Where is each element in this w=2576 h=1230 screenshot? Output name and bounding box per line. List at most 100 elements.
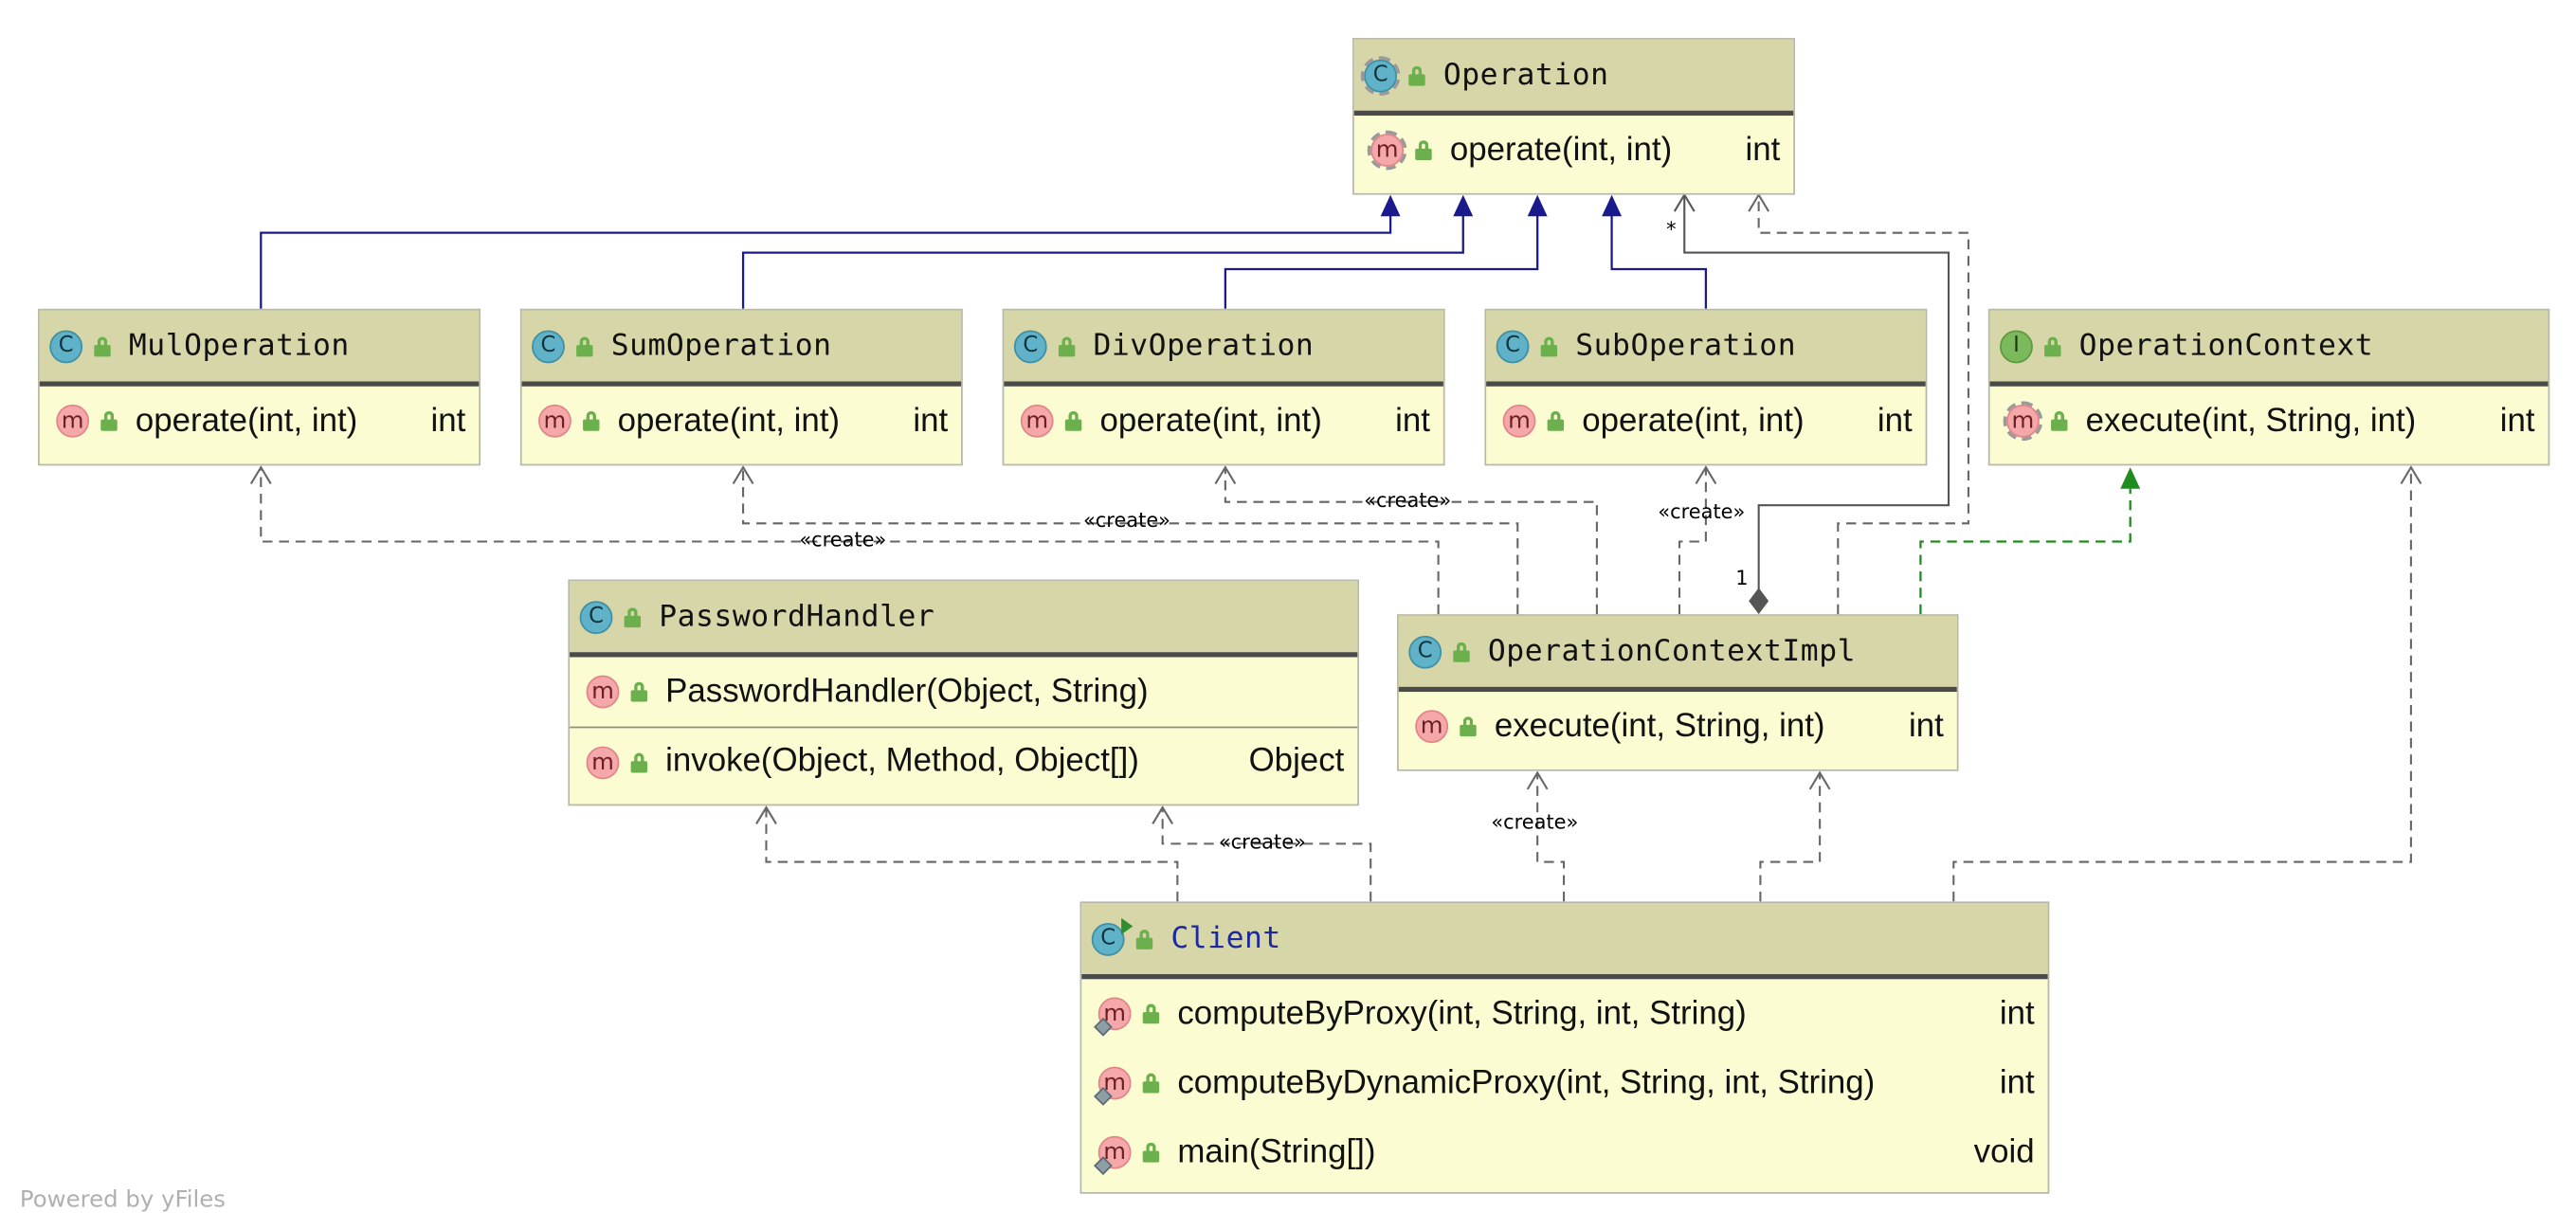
class-suboperation[interactable]: C SubOperation m operate(int, int) int bbox=[1484, 308, 1928, 466]
edge-ctximpl-depends-operation bbox=[1757, 194, 1969, 615]
multiplicity-many: * bbox=[1666, 217, 1677, 242]
class-client[interactable]: C Client m computeByProxy(int, String, i… bbox=[1079, 901, 2050, 1194]
method-row[interactable]: m computeByProxy(int, String, int, Strin… bbox=[1081, 979, 2047, 1048]
static-method-icon: m bbox=[1094, 1135, 1132, 1175]
interface-icon: I bbox=[2000, 329, 2033, 363]
method-row[interactable]: m operate(int, int) int bbox=[1486, 387, 1925, 456]
edge-client-creates-password bbox=[1161, 807, 1372, 902]
method-row[interactable]: m invoke(Object, Method, Object[]) Objec… bbox=[570, 726, 1358, 796]
aggregation-diamond bbox=[1749, 588, 1769, 615]
method-return-type: void bbox=[1973, 1133, 2035, 1170]
inheritance-edges bbox=[260, 198, 1708, 309]
public-visibility-icon bbox=[1413, 140, 1433, 161]
class-name: MulOperation bbox=[128, 328, 350, 364]
public-visibility-icon bbox=[2049, 410, 2069, 431]
method-row[interactable]: m operate(int, int) int bbox=[40, 387, 479, 456]
method-icon: m bbox=[56, 404, 90, 438]
public-visibility-icon bbox=[629, 681, 649, 702]
class-icon: C bbox=[1496, 329, 1530, 363]
class-icon: C bbox=[579, 600, 613, 634]
method-signature: execute(int, String, int) bbox=[1494, 707, 1825, 744]
create-label: «create» bbox=[799, 528, 887, 552]
class-divoperation[interactable]: C DivOperation m operate(int, int) int bbox=[1002, 308, 1445, 466]
class-header: C DivOperation bbox=[1004, 310, 1443, 387]
edge-ctximpl-implements-ctx bbox=[1919, 488, 2132, 615]
public-visibility-icon bbox=[623, 606, 643, 627]
method-signature: execute(int, String, int) bbox=[2085, 402, 2417, 439]
method-row[interactable]: m computeByDynamicProxy(int, String, int… bbox=[1081, 1048, 2047, 1117]
method-signature: operate(int, int) bbox=[1099, 402, 1322, 439]
class-name: Client bbox=[1170, 921, 1281, 956]
class-icon: C bbox=[49, 329, 83, 363]
public-visibility-icon bbox=[1546, 410, 1566, 431]
edge-sub-extends-operation bbox=[1610, 198, 1708, 309]
method-row[interactable]: m main(String[]) void bbox=[1081, 1118, 2047, 1187]
create-label: «create» bbox=[1218, 830, 1306, 854]
method-return-type: int bbox=[1999, 1063, 2035, 1101]
method-signature: operate(int, int) bbox=[617, 402, 841, 439]
abstract-method-icon: m bbox=[2003, 401, 2043, 442]
method-row[interactable]: m execute(int, String, int) int bbox=[1990, 387, 2549, 456]
class-name: Operation bbox=[1442, 57, 1609, 93]
method-return-type: int bbox=[1395, 402, 1430, 439]
class-header: I OperationContext bbox=[1989, 310, 2549, 387]
runnable-class-icon: C bbox=[1091, 916, 1134, 955]
class-name: SubOperation bbox=[1575, 328, 1797, 364]
class-operationcontextimpl[interactable]: C OperationContextImpl m execute(int, St… bbox=[1397, 614, 1959, 771]
public-visibility-icon bbox=[1141, 1142, 1161, 1163]
edge-ctximpl-aggregates-operation bbox=[1683, 194, 1950, 602]
method-return-type: int bbox=[430, 402, 466, 439]
class-icon: C bbox=[1013, 329, 1047, 363]
class-name: OperationContextImpl bbox=[1487, 634, 1857, 669]
abstract-method-icon: m bbox=[1367, 130, 1407, 171]
class-header: C Client bbox=[1081, 903, 2048, 980]
public-visibility-icon bbox=[93, 335, 113, 356]
method-row[interactable]: m execute(int, String, int) int bbox=[1399, 692, 1957, 761]
public-visibility-icon bbox=[1057, 335, 1077, 356]
method-row[interactable]: m operate(int, int) int bbox=[1004, 387, 1442, 456]
create-label: «create» bbox=[1658, 499, 1746, 524]
class-header: C PasswordHandler bbox=[570, 581, 1358, 658]
public-visibility-icon bbox=[1134, 929, 1154, 950]
public-visibility-icon bbox=[1063, 410, 1083, 431]
static-method-icon: m bbox=[1094, 1066, 1132, 1106]
method-icon: m bbox=[538, 404, 571, 438]
class-name: OperationContext bbox=[2078, 328, 2374, 364]
method-row[interactable]: m operate(int, int) int bbox=[522, 387, 961, 456]
class-muloperation[interactable]: C MulOperation m operate(int, int) int bbox=[38, 308, 481, 466]
method-return-type: int bbox=[2499, 402, 2535, 439]
edge-client-depends-ctximpl bbox=[1759, 772, 1822, 902]
method-row[interactable]: m operate(int, int) int bbox=[1354, 116, 1793, 185]
public-visibility-icon bbox=[2042, 335, 2062, 356]
edge-ctximpl-creates-sub bbox=[1678, 467, 1707, 615]
inheritance-arrowheads bbox=[1380, 194, 1623, 217]
public-visibility-icon bbox=[1141, 1004, 1161, 1024]
edge-client-depends-password bbox=[765, 807, 1179, 902]
class-header: C OperationContextImpl bbox=[1398, 615, 1957, 693]
method-signature: computeByDynamicProxy(int, String, int, … bbox=[1177, 1063, 1876, 1101]
method-row[interactable]: m PasswordHandler(Object, String) bbox=[570, 657, 1357, 726]
class-passwordhandler[interactable]: C PasswordHandler m PasswordHandler(Obje… bbox=[568, 579, 1359, 806]
method-signature: PasswordHandler(Object, String) bbox=[665, 673, 1149, 710]
public-visibility-icon bbox=[1407, 64, 1427, 85]
dependency-arrowheads bbox=[249, 192, 2422, 824]
interface-operationcontext[interactable]: I OperationContext m execute(int, String… bbox=[1987, 308, 2550, 466]
class-icon: C bbox=[1408, 634, 1442, 668]
method-icon: m bbox=[1415, 710, 1449, 744]
static-method-icon: m bbox=[1094, 997, 1132, 1037]
method-return-type: Object bbox=[1248, 743, 1345, 780]
public-visibility-icon bbox=[1141, 1073, 1161, 1094]
edge-ctximpl-creates-mul bbox=[260, 467, 1440, 615]
edge-div-extends-operation bbox=[1224, 198, 1539, 309]
class-operation[interactable]: C Operation m operate(int, int) int bbox=[1352, 38, 1795, 195]
method-icon: m bbox=[1020, 404, 1054, 438]
method-icon: m bbox=[1502, 404, 1536, 438]
dependency-edges bbox=[260, 194, 2412, 902]
edge-client-creates-ctximpl bbox=[1536, 772, 1566, 902]
public-visibility-icon bbox=[100, 410, 119, 431]
method-icon: m bbox=[586, 745, 620, 779]
method-return-type: int bbox=[1745, 131, 1781, 168]
class-sumoperation[interactable]: C SumOperation m operate(int, int) int bbox=[519, 308, 963, 466]
method-signature: main(String[]) bbox=[1177, 1133, 1376, 1170]
create-label: «create» bbox=[1364, 488, 1452, 513]
